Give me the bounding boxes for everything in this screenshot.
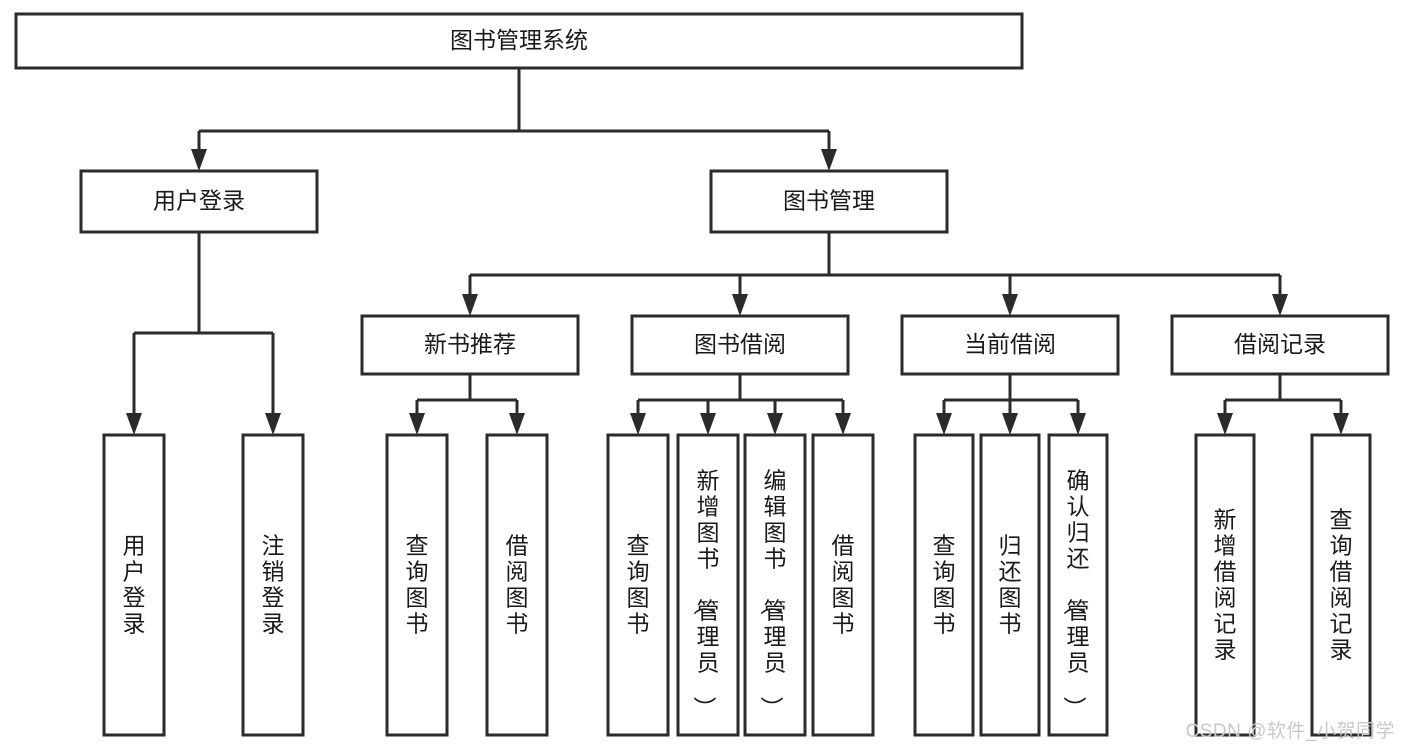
arrow-head-icon [1070, 413, 1086, 435]
node-label: 查询图书 [933, 532, 956, 636]
arrow-head-icon [1217, 413, 1233, 435]
arrow-head-icon [509, 413, 525, 435]
arrow-head-icon [126, 413, 142, 435]
node-label: 当前借阅 [964, 331, 1056, 357]
node-box[interactable] [79, 169, 319, 234]
node-box[interactable] [900, 314, 1120, 376]
node-l-query-book-2[interactable]: 查询图书 [606, 433, 670, 737]
arrow-head-icon [821, 149, 837, 171]
node-label: 新书推荐 [424, 331, 516, 357]
arrow-head-icon [936, 413, 952, 435]
node-box[interactable] [360, 314, 580, 376]
arrow-head-icon [767, 413, 783, 435]
node-box[interactable] [1047, 433, 1109, 737]
node-label: 查询图书 [627, 532, 650, 636]
arrow-head-icon [409, 413, 425, 435]
node-l-add-book[interactable]: 新增图书（管理员） [676, 433, 740, 737]
node-box[interactable] [385, 433, 449, 737]
node-l-borrow-book-2[interactable]: 借阅图书 [811, 433, 875, 737]
node-book-manage[interactable]: 图书管理 [709, 169, 949, 234]
node-label: 图书管理 [783, 188, 875, 214]
node-root[interactable]: 图书管理系统 [14, 12, 1024, 70]
node-new-book-rec[interactable]: 新书推荐 [360, 314, 580, 376]
node-label: 借阅图书 [832, 532, 855, 636]
node-l-query-book-3[interactable]: 查询图书 [913, 433, 975, 737]
node-box[interactable] [1170, 314, 1390, 376]
node-leaf-user-logout[interactable]: 注销登录 [241, 433, 305, 737]
node-box[interactable] [102, 433, 166, 737]
arrow-head-icon [1272, 294, 1288, 316]
node-box[interactable] [676, 433, 740, 737]
node-box[interactable] [1194, 433, 1256, 737]
node-borrow-record[interactable]: 借阅记录 [1170, 314, 1390, 376]
node-label: 新增图书（管理员） [692, 467, 720, 719]
node-l-add-record[interactable]: 新增借阅记录 [1194, 433, 1256, 737]
node-label: 注销登录 [262, 532, 285, 636]
node-book-borrow[interactable]: 图书借阅 [630, 314, 850, 376]
node-label: 编辑图书（管理员） [759, 467, 787, 719]
node-box[interactable] [1310, 433, 1372, 737]
node-current-borrow[interactable]: 当前借阅 [900, 314, 1120, 376]
node-label: 查询借阅记录 [1330, 506, 1353, 662]
node-box[interactable] [913, 433, 975, 737]
node-label: 图书借阅 [694, 331, 786, 357]
arrow-head-icon [1333, 413, 1349, 435]
node-l-borrow-book-1[interactable]: 借阅图书 [485, 433, 549, 737]
csdn-watermark: CSDN @软件_小贺同学 [1185, 721, 1395, 742]
node-box[interactable] [14, 12, 1024, 70]
arrow-head-icon [630, 413, 646, 435]
arrow-head-icon [191, 149, 207, 171]
arrow-head-icon [1002, 294, 1018, 316]
arrow-head-icon [700, 413, 716, 435]
node-label: 归还图书 [999, 532, 1022, 636]
node-l-query-book-1[interactable]: 查询图书 [385, 433, 449, 737]
node-label: 确认归还（管理员） [1062, 467, 1090, 719]
node-box[interactable] [979, 433, 1041, 737]
node-box[interactable] [630, 314, 850, 376]
node-l-confirm-return[interactable]: 确认归还（管理员） [1047, 433, 1109, 737]
node-label: 新增借阅记录 [1214, 506, 1237, 662]
node-box[interactable] [606, 433, 670, 737]
node-l-return-book[interactable]: 归还图书 [979, 433, 1041, 737]
arrow-head-icon [732, 294, 748, 316]
arrow-head-icon [265, 413, 281, 435]
node-label: 查询图书 [406, 532, 429, 636]
node-label: 图书管理系统 [450, 27, 588, 53]
connector-layer [126, 68, 1349, 435]
node-l-edit-book[interactable]: 编辑图书（管理员） [743, 433, 807, 737]
arrow-head-icon [1002, 413, 1018, 435]
node-label: 用户登录 [123, 532, 146, 636]
node-label: 借阅记录 [1234, 331, 1326, 357]
node-label: 用户登录 [153, 188, 245, 214]
arrow-head-icon [835, 413, 851, 435]
node-l-query-record[interactable]: 查询借阅记录 [1310, 433, 1372, 737]
node-box[interactable] [709, 169, 949, 234]
node-leaf-user-login[interactable]: 用户登录 [102, 433, 166, 737]
node-user-login[interactable]: 用户登录 [79, 169, 319, 234]
node-box[interactable] [811, 433, 875, 737]
node-label: 借阅图书 [506, 532, 529, 636]
node-box[interactable] [485, 433, 549, 737]
node-box[interactable] [743, 433, 807, 737]
arrow-head-icon [462, 294, 478, 316]
node-layer: 图书管理系统用户登录图书管理新书推荐图书借阅当前借阅借阅记录用户登录注销登录查询… [14, 12, 1390, 737]
node-box[interactable] [241, 433, 305, 737]
